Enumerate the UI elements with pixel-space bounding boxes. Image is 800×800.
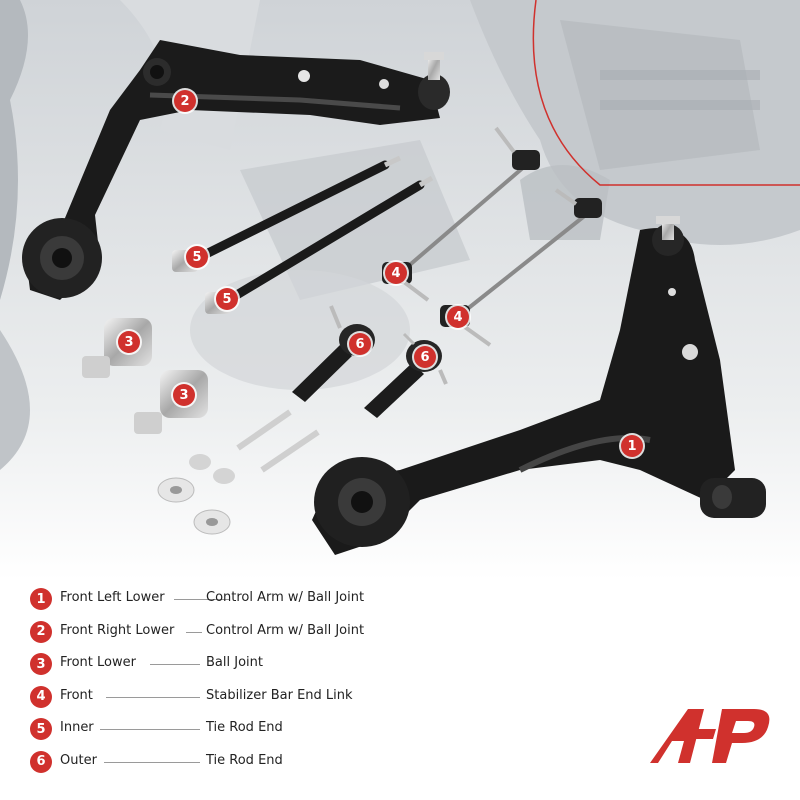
legend-row: 6 Outer Tie Rod End (30, 749, 590, 782)
legend-number-badge: 5 (30, 718, 52, 741)
legend-row: 1 Front Left Lower Control Arm w/ Ball J… (30, 586, 590, 619)
legend-leader-line (186, 631, 202, 633)
legend-number-badge: 4 (30, 685, 52, 708)
legend-part: Control Arm w/ Ball Joint (206, 590, 365, 605)
marker-ball-joint-upper: 3 (118, 331, 140, 353)
marker-control-arm-right: 2 (174, 90, 196, 112)
marker-ball-joint-lower: 3 (173, 384, 195, 406)
marker-control-arm-left: 1 (621, 435, 643, 457)
legend-part: Tie Rod End (206, 752, 283, 768)
legend-part: Stabilizer Bar End Link (206, 687, 353, 703)
legend-position: Front Right Lower (60, 622, 175, 638)
legend-row: 2 Front Right Lower Control Arm w/ Ball … (30, 619, 590, 652)
marker-outer-tie-rod-end-left: 6 (349, 333, 371, 355)
parts-photo (0, 0, 800, 580)
legend-position: Inner (60, 720, 94, 736)
control-arm-right (22, 40, 450, 300)
legend-position: Front (60, 687, 93, 703)
legend-part: Ball Joint (206, 655, 263, 671)
legend-number-badge: 6 (30, 750, 52, 773)
legend-part: Tie Rod End (206, 720, 283, 736)
legend-leader-line (100, 729, 200, 731)
legend-leader-line (106, 696, 200, 698)
legend-row: 5 Inner Tie Rod End (30, 716, 590, 749)
legend-position: Outer (60, 752, 97, 768)
hardware-set (157, 409, 320, 535)
legend-part: Control Arm w/ Ball Joint (206, 622, 365, 638)
control-arm-left (312, 216, 766, 555)
marker-outer-tie-rod-end-right: 6 (414, 346, 436, 368)
legend-leader-line (174, 599, 230, 600)
parts-legend: 1 Front Left Lower Control Arm w/ Ball J… (30, 586, 590, 782)
legend-position: Front Lower (60, 655, 136, 671)
legend-number-badge: 2 (30, 620, 52, 643)
legend-leader-line (150, 664, 200, 666)
legend-row: 3 Front Lower Ball Joint (30, 651, 590, 684)
legend-number-badge: 3 (30, 653, 52, 676)
accent-outline (532, 0, 800, 186)
marker-inner-tie-rod-upper: 5 (186, 246, 208, 268)
legend-position: Front Left Lower (60, 590, 165, 605)
legend-number-badge: 1 (30, 588, 52, 610)
marker-stabilizer-link-left: 4 (385, 262, 407, 284)
marker-inner-tie-rod-lower: 5 (216, 288, 238, 310)
legend-leader-line (104, 761, 200, 763)
marker-stabilizer-link-right: 4 (447, 306, 469, 328)
legend-row: 4 Front Stabilizer Bar End Link (30, 684, 590, 717)
brand-logo-icon (650, 709, 770, 763)
